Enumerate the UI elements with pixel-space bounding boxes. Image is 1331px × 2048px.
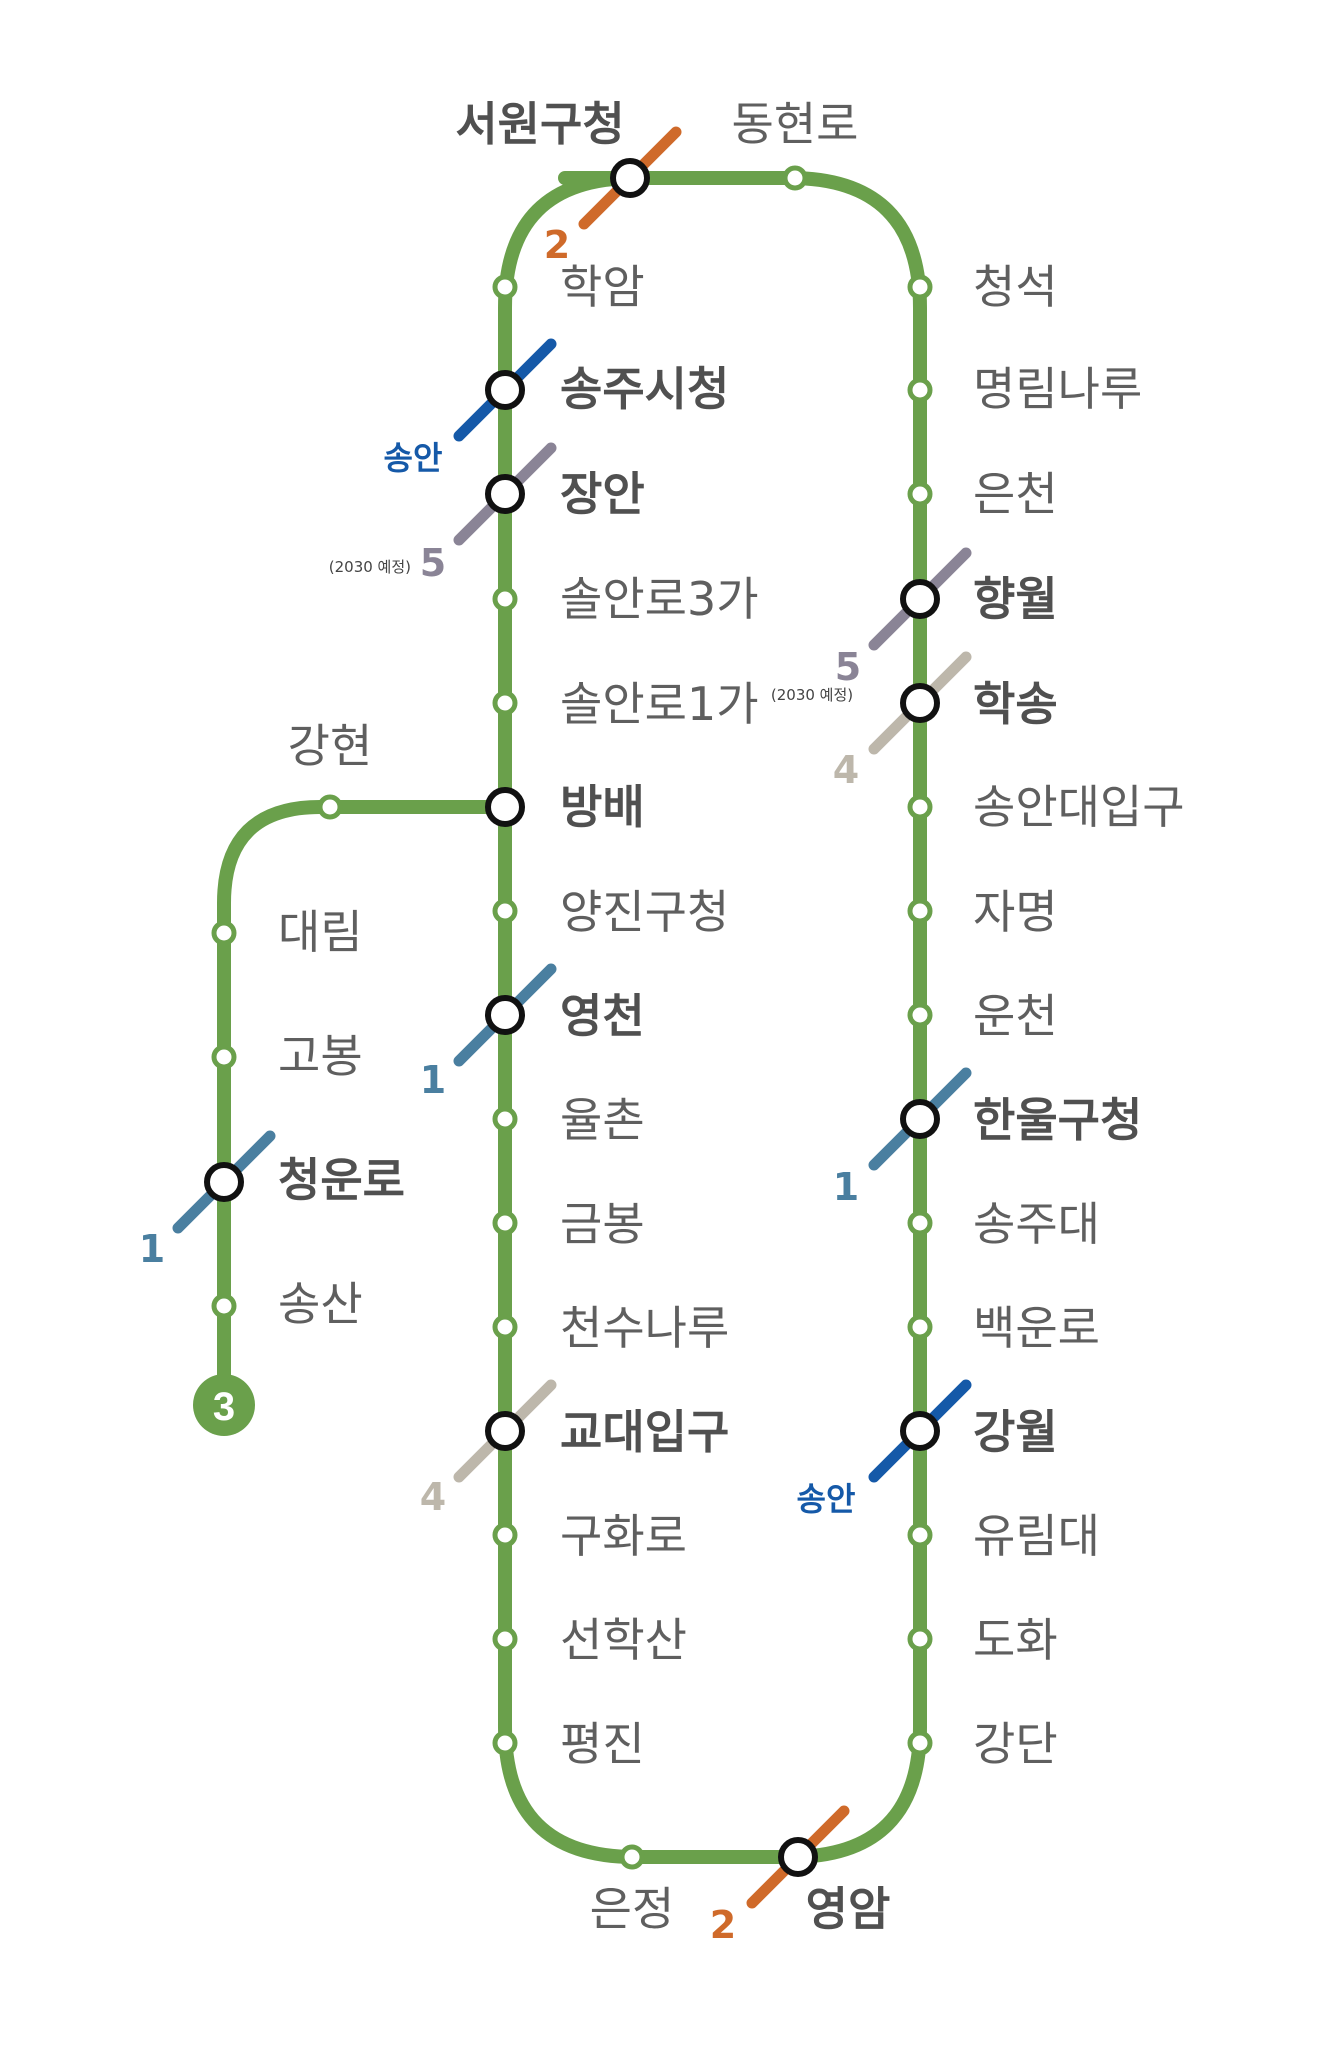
station-marker-geumbong[interactable]: [492, 1210, 518, 1236]
connection-label-gyodae: 4: [420, 1475, 446, 1519]
transfer-line-labels: 2 송안 5 (2030 예정) 1 4 2 송안 1 4 5 (2030 예정…: [139, 223, 861, 1947]
station-marker-yangjin-gucheong[interactable]: [492, 898, 518, 924]
station-marker-cheongun-ro[interactable]: [204, 1162, 244, 1202]
station-label-gangdan[interactable]: 강단: [973, 1717, 1058, 1771]
station-label-pyeongjin[interactable]: 평진: [560, 1717, 645, 1771]
station-marker-uncheon[interactable]: [907, 1002, 933, 1028]
station-marker-myeongrim-naru[interactable]: [907, 377, 933, 403]
station-marker-hanul-gucheong[interactable]: [900, 1099, 940, 1139]
station-marker-jamyeong[interactable]: [907, 898, 933, 924]
station-label-yurimdae[interactable]: 유림대: [973, 1509, 1100, 1563]
connection-label-jangan: 5: [420, 541, 446, 585]
station-marker-songsan[interactable]: [211, 1293, 237, 1319]
station-label-haksong[interactable]: 학송: [973, 677, 1058, 731]
line-3-badge: 3: [193, 1374, 255, 1436]
branch-connector-label: 강현: [288, 719, 373, 773]
station-label-gyodae-ipgu[interactable]: 교대입구: [560, 1405, 729, 1459]
station-label-uncheon[interactable]: 운천: [973, 989, 1058, 1043]
station-labels: 서원구청 동현로 학암 송주시청 장안 솔안로3가 솔안로1가 방배 양진구청 …: [278, 97, 1185, 1936]
station-label-donghyeon-ro[interactable]: 동현로: [732, 97, 859, 151]
connection-label-hyangwol: 5: [835, 645, 861, 689]
station-marker-seowon-gucheong[interactable]: [610, 158, 650, 198]
station-marker-songandae-ipgu[interactable]: [907, 794, 933, 820]
station-marker-yulchon[interactable]: [492, 1106, 518, 1132]
connection-label-cheongun: 1: [139, 1227, 165, 1271]
station-label-cheongun-ro[interactable]: 청운로: [278, 1153, 405, 1207]
connection-note-hyangwol: (2030 예정): [771, 686, 853, 704]
connection-label-yeongcheon: 1: [420, 1058, 446, 1102]
station-label-solan-ro-3ga[interactable]: 솔안로3가: [560, 572, 759, 626]
station-label-baegun-ro[interactable]: 백운로: [973, 1301, 1100, 1355]
line-3-branch-route: [217, 800, 512, 1412]
station-label-yeongcheon[interactable]: 영천: [560, 989, 645, 1043]
station-marker-seonhaksan[interactable]: [492, 1626, 518, 1652]
station-label-solan-ro-1ga[interactable]: 솔안로1가: [560, 677, 759, 731]
station-marker-daerim[interactable]: [211, 920, 237, 946]
station-marker-gangdan[interactable]: [907, 1730, 933, 1756]
station-label-cheonsu-naru[interactable]: 천수나루: [560, 1301, 729, 1355]
station-marker-ganghyeon[interactable]: [317, 794, 343, 820]
station-marker-yeongcheon[interactable]: [485, 995, 525, 1035]
station-label-bangbae[interactable]: 방배: [560, 780, 645, 834]
station-label-songandae-ipgu[interactable]: 송안대입구: [973, 780, 1185, 834]
station-label-eunjeong[interactable]: 은정: [590, 1882, 675, 1936]
station-marker-guhwa-ro[interactable]: [492, 1522, 518, 1548]
station-markers: [204, 158, 940, 1877]
connection-label-songju: 송안: [384, 439, 443, 477]
station-marker-baegun-ro[interactable]: [907, 1314, 933, 1340]
station-label-yangjin-gucheong[interactable]: 양진구청: [560, 885, 729, 939]
station-label-songju-sicheong[interactable]: 송주시청: [560, 362, 729, 416]
station-marker-dohwa[interactable]: [907, 1626, 933, 1652]
line-3-badge-number: 3: [213, 1385, 235, 1429]
station-marker-jangan[interactable]: [485, 474, 525, 514]
station-label-geumbong[interactable]: 금봉: [560, 1197, 645, 1251]
station-label-seowon-gucheong[interactable]: 서원구청: [455, 97, 624, 151]
station-label-yeongam[interactable]: 영암: [806, 1882, 891, 1936]
connection-label-gangwol: 송안: [797, 1480, 856, 1518]
station-label-yulchon[interactable]: 율촌: [560, 1093, 645, 1147]
station-marker-solan-ro-3ga[interactable]: [492, 586, 518, 612]
station-marker-gyodae-ipgu[interactable]: [485, 1411, 525, 1451]
station-marker-yurimdae[interactable]: [907, 1522, 933, 1548]
station-marker-cheonsu-naru[interactable]: [492, 1314, 518, 1340]
station-marker-gangwol[interactable]: [900, 1411, 940, 1451]
connection-label-hanul: 1: [833, 1165, 859, 1209]
station-marker-yeongam[interactable]: [778, 1837, 818, 1877]
connection-label-seowon: 2: [544, 223, 570, 267]
station-label-gangwol[interactable]: 강월: [973, 1405, 1058, 1459]
connection-label-yeongam: 2: [710, 1903, 736, 1947]
station-label-hagam[interactable]: 학암: [560, 260, 645, 314]
station-marker-pyeongjin[interactable]: [492, 1730, 518, 1756]
station-marker-euncheon[interactable]: [907, 481, 933, 507]
station-marker-cheongseok[interactable]: [907, 274, 933, 300]
station-marker-hagam[interactable]: [492, 274, 518, 300]
station-label-songjudae[interactable]: 송주대: [973, 1197, 1100, 1251]
station-label-cheongseok[interactable]: 청석: [973, 260, 1058, 314]
station-label-jangan[interactable]: 장안: [560, 467, 645, 521]
station-marker-eunjeong[interactable]: [619, 1844, 645, 1870]
station-marker-gobong[interactable]: [211, 1044, 237, 1070]
station-label-dohwa[interactable]: 도화: [973, 1613, 1058, 1667]
station-marker-bangbae[interactable]: [485, 787, 525, 827]
station-marker-songju-sicheong[interactable]: [485, 370, 525, 410]
line-3-route: [498, 171, 927, 1864]
station-label-gobong[interactable]: 고봉: [278, 1029, 363, 1083]
station-label-hyangwol[interactable]: 향월: [973, 572, 1058, 626]
station-label-hanul-gucheong[interactable]: 한울구청: [973, 1093, 1142, 1147]
station-label-myeongrim-naru[interactable]: 명림나루: [973, 362, 1142, 416]
station-marker-solan-ro-1ga[interactable]: [492, 690, 518, 716]
connection-label-haksong: 4: [833, 748, 859, 792]
station-marker-donghyeon-ro[interactable]: [782, 165, 808, 191]
station-label-daerim[interactable]: 대림: [278, 905, 363, 959]
station-label-guhwa-ro[interactable]: 구화로: [560, 1509, 687, 1563]
station-marker-hyangwol[interactable]: [900, 579, 940, 619]
connection-note-jangan: (2030 예정): [329, 558, 411, 576]
station-marker-songjudae[interactable]: [907, 1210, 933, 1236]
station-label-seonhaksan[interactable]: 선학산: [560, 1613, 687, 1667]
station-label-jamyeong[interactable]: 자명: [973, 885, 1058, 939]
station-marker-haksong[interactable]: [900, 683, 940, 723]
station-label-songsan[interactable]: 송산: [278, 1277, 363, 1331]
station-label-euncheon[interactable]: 은천: [973, 467, 1058, 521]
